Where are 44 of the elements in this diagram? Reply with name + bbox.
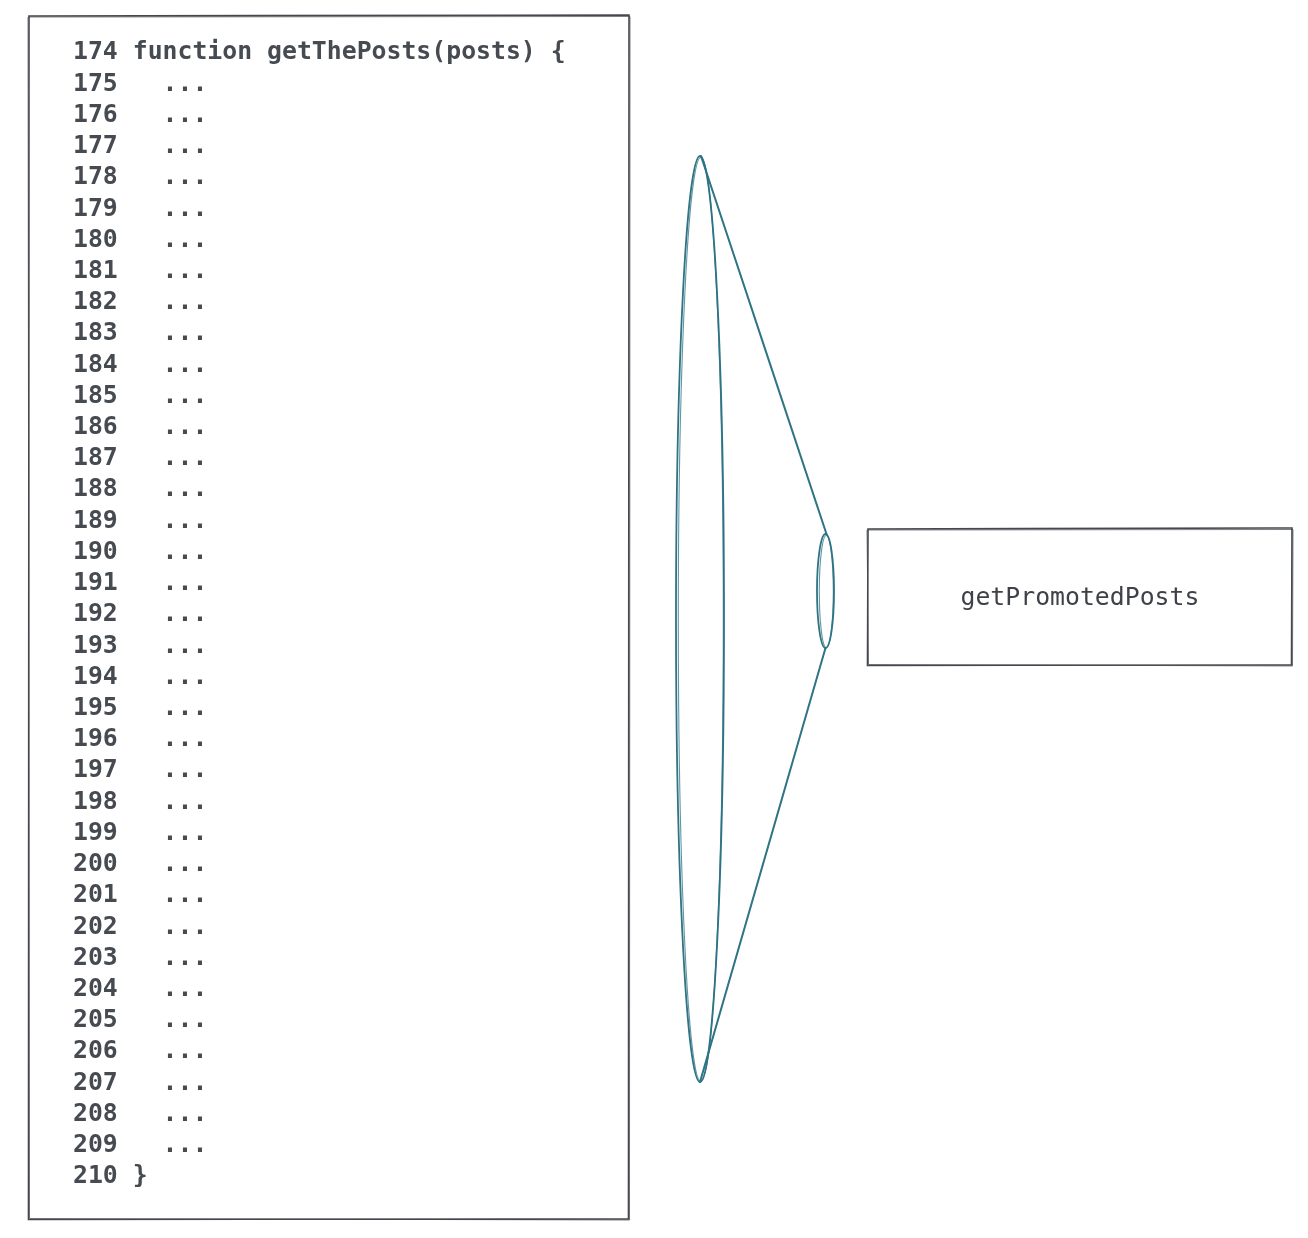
code-line: 206 ...: [73, 1034, 208, 1066]
code-line: 182 ...: [73, 285, 208, 317]
connector-line: [700, 155, 828, 535]
code-line: 189 ...: [73, 503, 208, 535]
code-line: 187 ...: [73, 441, 208, 473]
code-line: 203 ...: [73, 940, 208, 972]
code-line: 190 ...: [73, 534, 208, 567]
code-line: 184 ...: [73, 347, 208, 379]
code-line: 208 ...: [73, 1096, 208, 1129]
code-line: 196 ...: [73, 722, 208, 754]
zoom-ellipse: [816, 533, 835, 649]
code-line: 199 ...: [73, 815, 208, 848]
code-line: 204 ...: [73, 972, 208, 1004]
code-line: 205 ...: [73, 1003, 208, 1035]
code-line: 178 ...: [73, 160, 208, 192]
code-line: 202 ...: [73, 909, 208, 941]
code-line: 177 ...: [73, 129, 208, 161]
code-line: 188 ...: [73, 472, 208, 504]
code-line: 194 ...: [73, 659, 208, 691]
code-line: 181 ...: [73, 253, 208, 286]
code-panel: [28, 15, 630, 1220]
code-line: 193 ...: [73, 628, 208, 660]
code-line: 175 ...: [73, 66, 208, 98]
code-line: 201 ...: [73, 878, 208, 910]
code-line: 176 ...: [73, 97, 208, 130]
code-line: 180 ...: [73, 222, 208, 254]
code-line: 200 ...: [73, 847, 208, 879]
code-line: 207 ...: [73, 1065, 208, 1097]
code-line: 198 ...: [73, 784, 208, 816]
code-line: 174 function getThePosts(posts) {: [73, 35, 566, 67]
code-line: 210 }: [73, 1159, 148, 1191]
highlight-ellipse: [675, 155, 725, 1083]
code-line: 195 ...: [73, 691, 208, 723]
code-line: 179 ...: [73, 191, 208, 223]
function-box: [867, 528, 1293, 666]
code-line: 197 ...: [73, 753, 208, 785]
code-line: 209 ...: [73, 1128, 208, 1160]
connector-line: [699, 647, 827, 1083]
function-name: getPromotedPosts: [960, 582, 1200, 612]
code-line: 183 ...: [73, 316, 208, 348]
code-line: 192 ...: [73, 597, 208, 629]
code-line: 185 ...: [73, 378, 208, 410]
code-line: 191 ...: [73, 566, 208, 598]
code-line: 186 ...: [73, 410, 208, 442]
